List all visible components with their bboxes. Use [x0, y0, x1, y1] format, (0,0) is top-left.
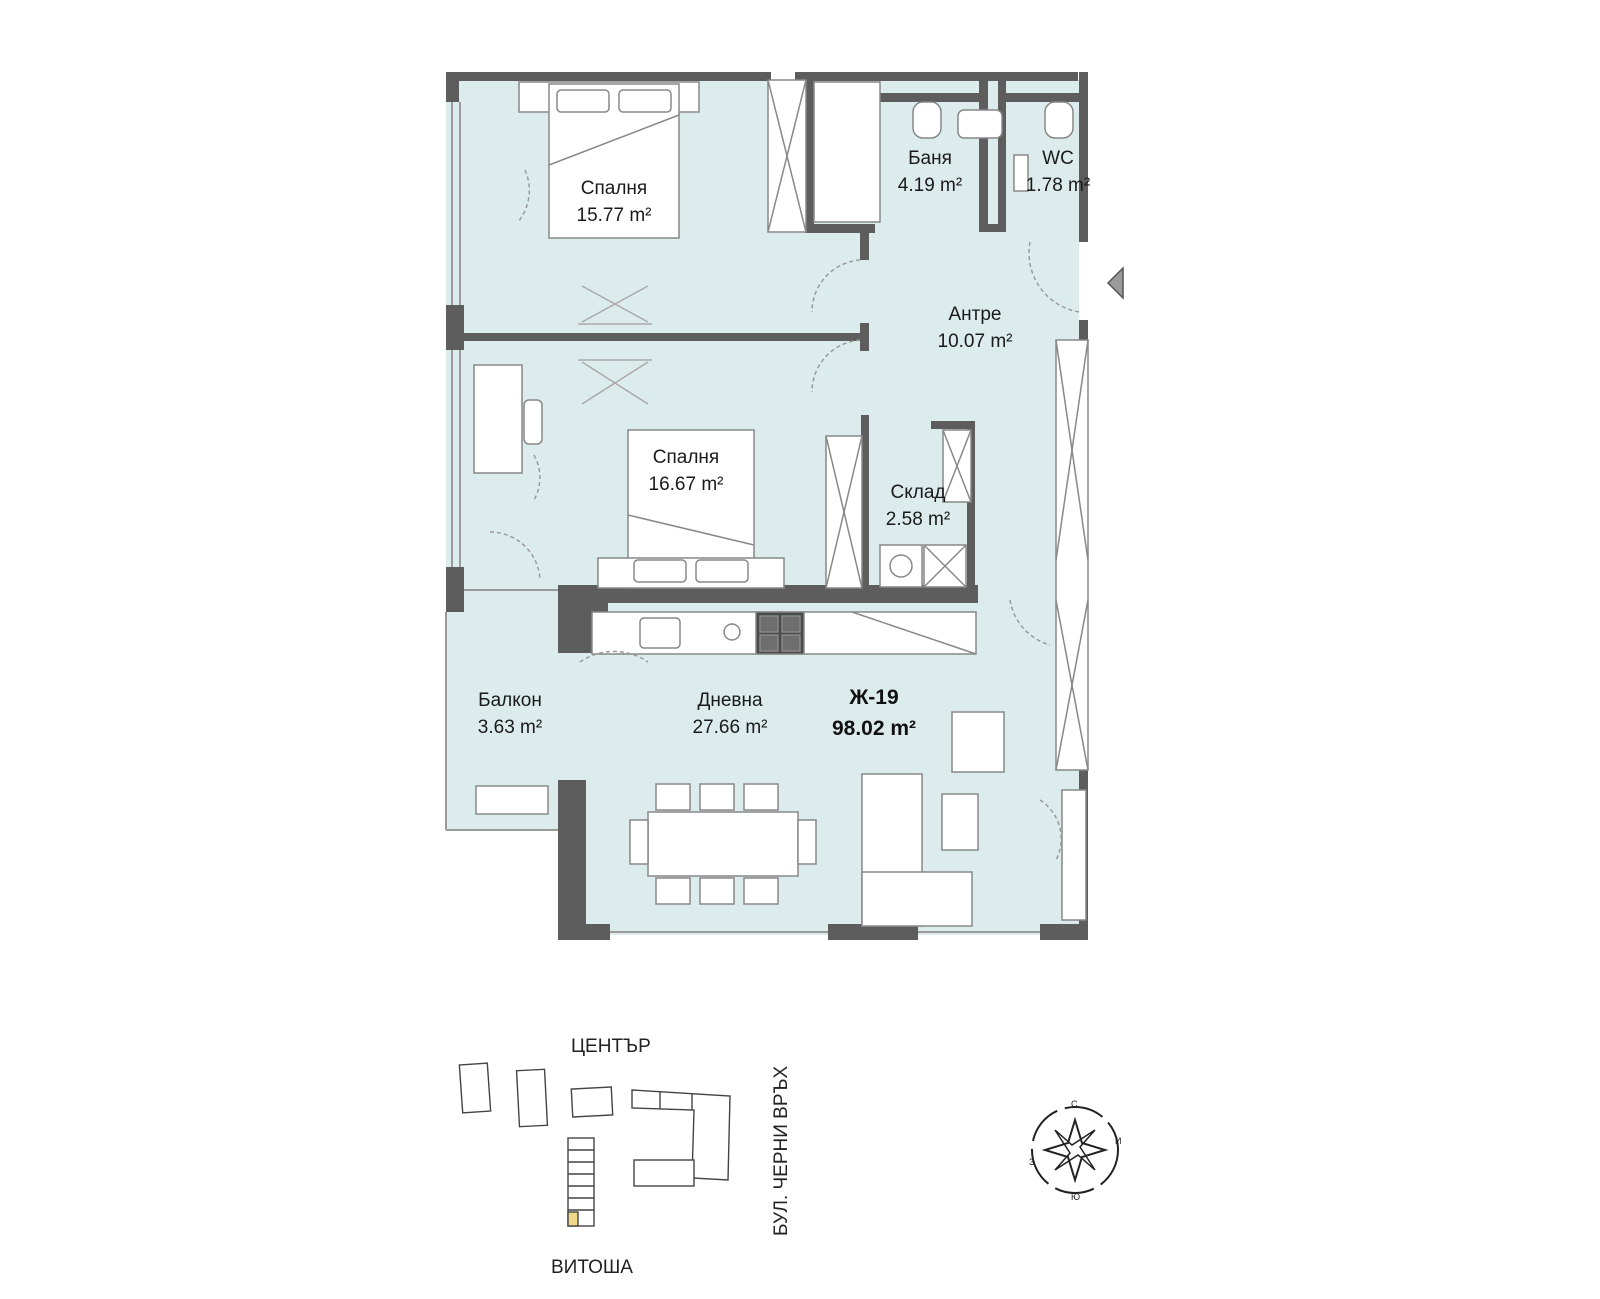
map-label-north: ЦЕНТЪР	[571, 1036, 651, 1057]
apartment-label: Ж-19 98.02 m²	[832, 686, 916, 740]
room-name: Антре	[948, 304, 1001, 325]
room-labels: Спалня 15.77 m² Баня 4.19 m² WC 1.78 m² …	[478, 148, 1090, 738]
room-area: 2.58 m²	[886, 509, 950, 530]
windows	[445, 102, 1040, 933]
room-area: 3.63 m²	[478, 717, 542, 738]
compass-w: З	[1029, 1157, 1034, 1167]
living-room-furniture	[475, 339, 1089, 927]
bedroom-1-furniture	[518, 79, 807, 325]
room-name: WC	[1042, 148, 1074, 169]
compass-n: С	[1071, 1099, 1078, 1109]
kitchen-counter	[591, 611, 977, 655]
bathroom-fixtures	[813, 81, 1074, 223]
room-area: 15.77 m²	[577, 205, 652, 226]
map-label-east: БУЛ. ЧЕРНИ ВРЪХ	[771, 1065, 792, 1236]
room-name: Спалня	[581, 178, 647, 199]
door-swings	[489, 169, 1080, 861]
storage-furniture	[879, 429, 972, 588]
room-area: 10.07 m²	[938, 331, 1013, 352]
room-area: 4.19 m²	[898, 175, 962, 196]
highlighted-unit	[567, 1211, 579, 1227]
room-area: 27.66 m²	[693, 717, 768, 738]
map-label-south: ВИТОША	[551, 1257, 633, 1278]
room-name: Дневна	[697, 690, 763, 711]
room-name: Балкон	[478, 690, 542, 711]
compass-e: И	[1115, 1136, 1121, 1146]
room-name: Склад	[891, 482, 946, 503]
apartment-area: 98.02 m²	[832, 717, 916, 740]
bedroom-2-furniture	[473, 359, 863, 589]
entrance-arrow-icon	[1106, 266, 1124, 300]
compass-s: Ю	[1071, 1192, 1080, 1202]
room-name: Баня	[908, 148, 952, 169]
apartment-code: Ж-19	[848, 686, 898, 709]
room-area: 1.78 m²	[1026, 175, 1090, 196]
room-name: Спалня	[653, 447, 719, 468]
site-map	[458, 1062, 731, 1227]
compass-icon: С И Ю З	[1029, 1099, 1121, 1202]
room-area: 16.67 m²	[649, 474, 724, 495]
